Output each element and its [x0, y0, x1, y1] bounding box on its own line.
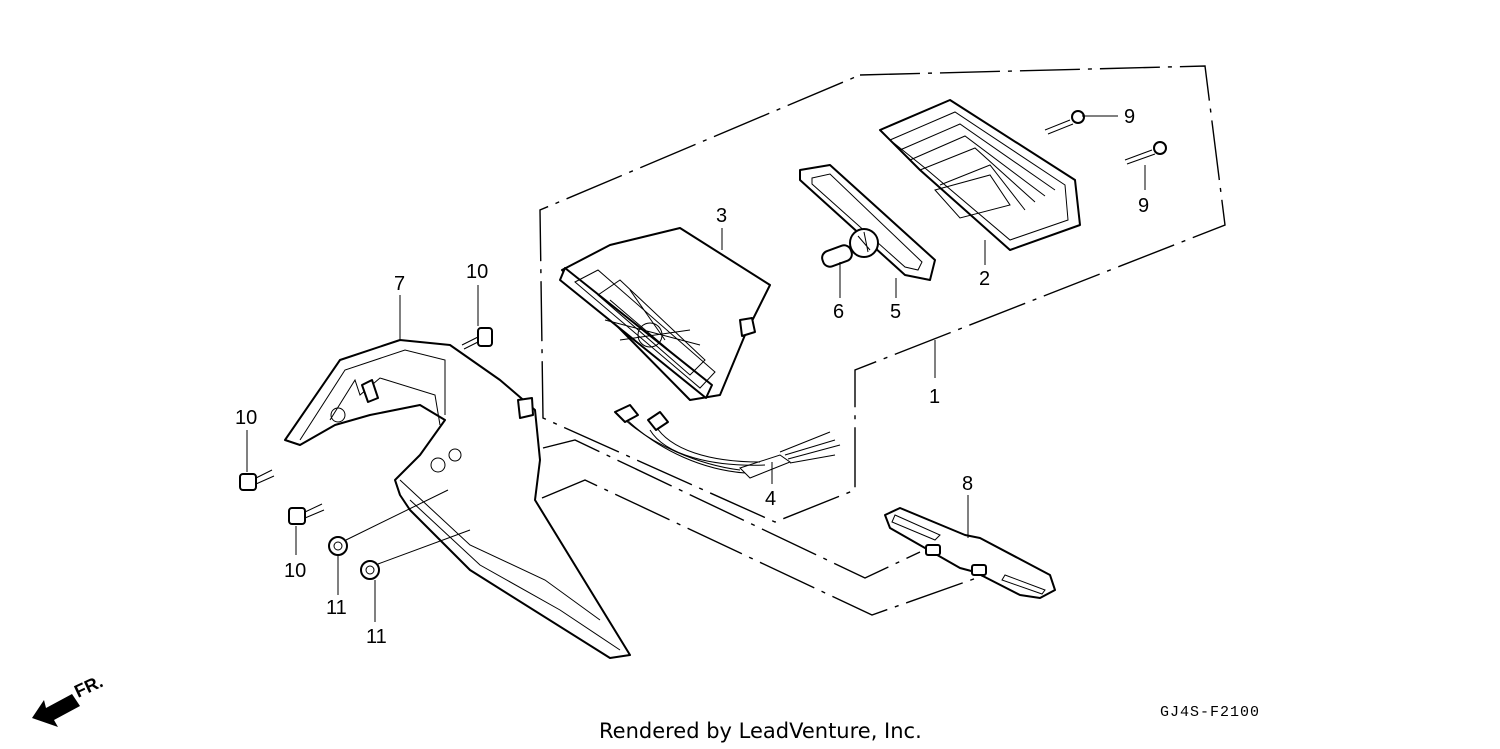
- harness-part: [614, 404, 841, 479]
- callout-11-lower: 11: [366, 626, 387, 648]
- bolt-left-part: [239, 469, 275, 491]
- screw-upper-part: [1044, 110, 1085, 135]
- bracket-outline: [542, 439, 921, 579]
- bolt-mid-part: [288, 503, 325, 525]
- callout-6: 6: [833, 301, 844, 323]
- callout-10-top: 10: [466, 261, 488, 283]
- bracket-outline-lower: [541, 479, 986, 616]
- callout-4: 4: [765, 488, 776, 510]
- front-direction-label: FR.: [71, 671, 106, 701]
- bulb-part: [821, 228, 879, 268]
- gasket-part: [799, 164, 936, 281]
- lens-part: [879, 99, 1081, 251]
- callout-11-upper: 11: [326, 597, 347, 619]
- callout-9-lower: 9: [1138, 195, 1149, 217]
- diagram-code: GJ4S-F2100: [1160, 704, 1260, 721]
- credit-text: Rendered by LeadVenture, Inc.: [599, 719, 922, 743]
- callout-8: 8: [962, 473, 973, 495]
- callout-10-mid: 10: [284, 560, 306, 582]
- nut-upper-part: [328, 489, 449, 556]
- callout-7: 7: [394, 273, 405, 295]
- bolt-top-part: [461, 327, 493, 350]
- callout-1: 1: [929, 386, 940, 408]
- screw-lower-part: [1124, 141, 1167, 165]
- front-arrow-icon: [32, 694, 80, 727]
- callout-10-left: 10: [235, 407, 257, 429]
- nut-lower-part: [360, 529, 471, 580]
- callout-9-upper: 9: [1124, 106, 1135, 128]
- callout-2: 2: [979, 268, 990, 290]
- leader-lines: [246, 115, 1146, 622]
- callout-5: 5: [890, 301, 901, 323]
- license-bracket-part: [884, 507, 1056, 599]
- housing-part: [559, 227, 771, 401]
- fender-part: [284, 339, 631, 659]
- callout-3: 3: [716, 205, 727, 227]
